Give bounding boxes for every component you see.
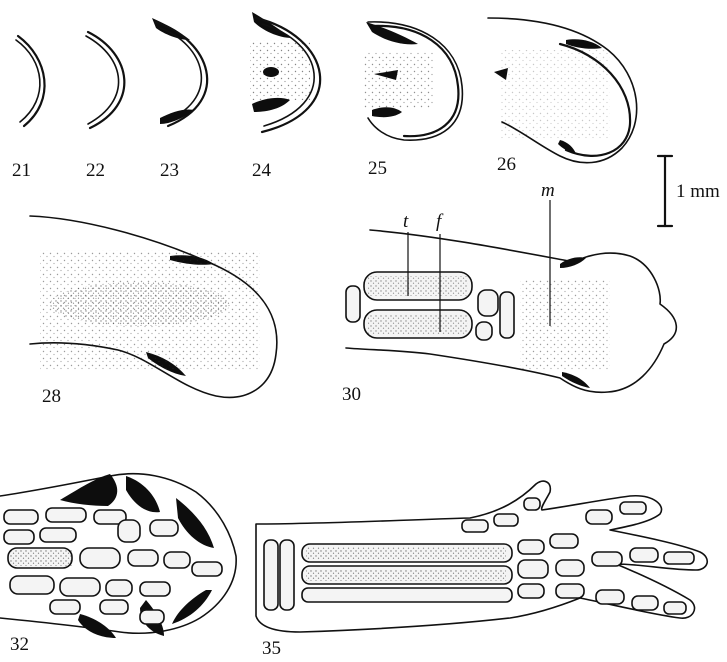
stage-label-24: 24 — [252, 160, 272, 181]
stage-label-21: 21 — [12, 160, 31, 181]
annotation-tibia: t — [403, 211, 409, 232]
stage-30-limb — [346, 200, 676, 392]
stage-21-limb-bud — [16, 36, 45, 126]
stage-label-35: 35 — [262, 638, 281, 659]
stage-label-30: 30 — [342, 384, 361, 405]
stage-label-32: 32 — [10, 634, 29, 655]
annotation-fibula: f — [436, 211, 444, 232]
stage-label-26: 26 — [497, 154, 516, 175]
stage-24-limb-bud — [250, 12, 320, 132]
stage-label-23: 23 — [160, 160, 179, 181]
stage-25-limb-bud — [364, 22, 462, 140]
stage-23-limb-bud — [152, 18, 207, 126]
scale-bar-label: 1 mm — [676, 181, 720, 202]
stage-label-28: 28 — [42, 386, 61, 407]
annotation-mesenchyme: m — [541, 180, 555, 201]
stage-26-limb-bud — [488, 18, 637, 163]
stage-label-22: 22 — [86, 160, 105, 181]
stage-32-limb — [0, 474, 236, 638]
stage-28-limb — [30, 216, 277, 397]
stage-label-25: 25 — [368, 158, 387, 179]
scale-bar — [658, 156, 672, 226]
stage-35-limb — [256, 481, 707, 632]
stage-22-limb-bud — [86, 32, 124, 128]
